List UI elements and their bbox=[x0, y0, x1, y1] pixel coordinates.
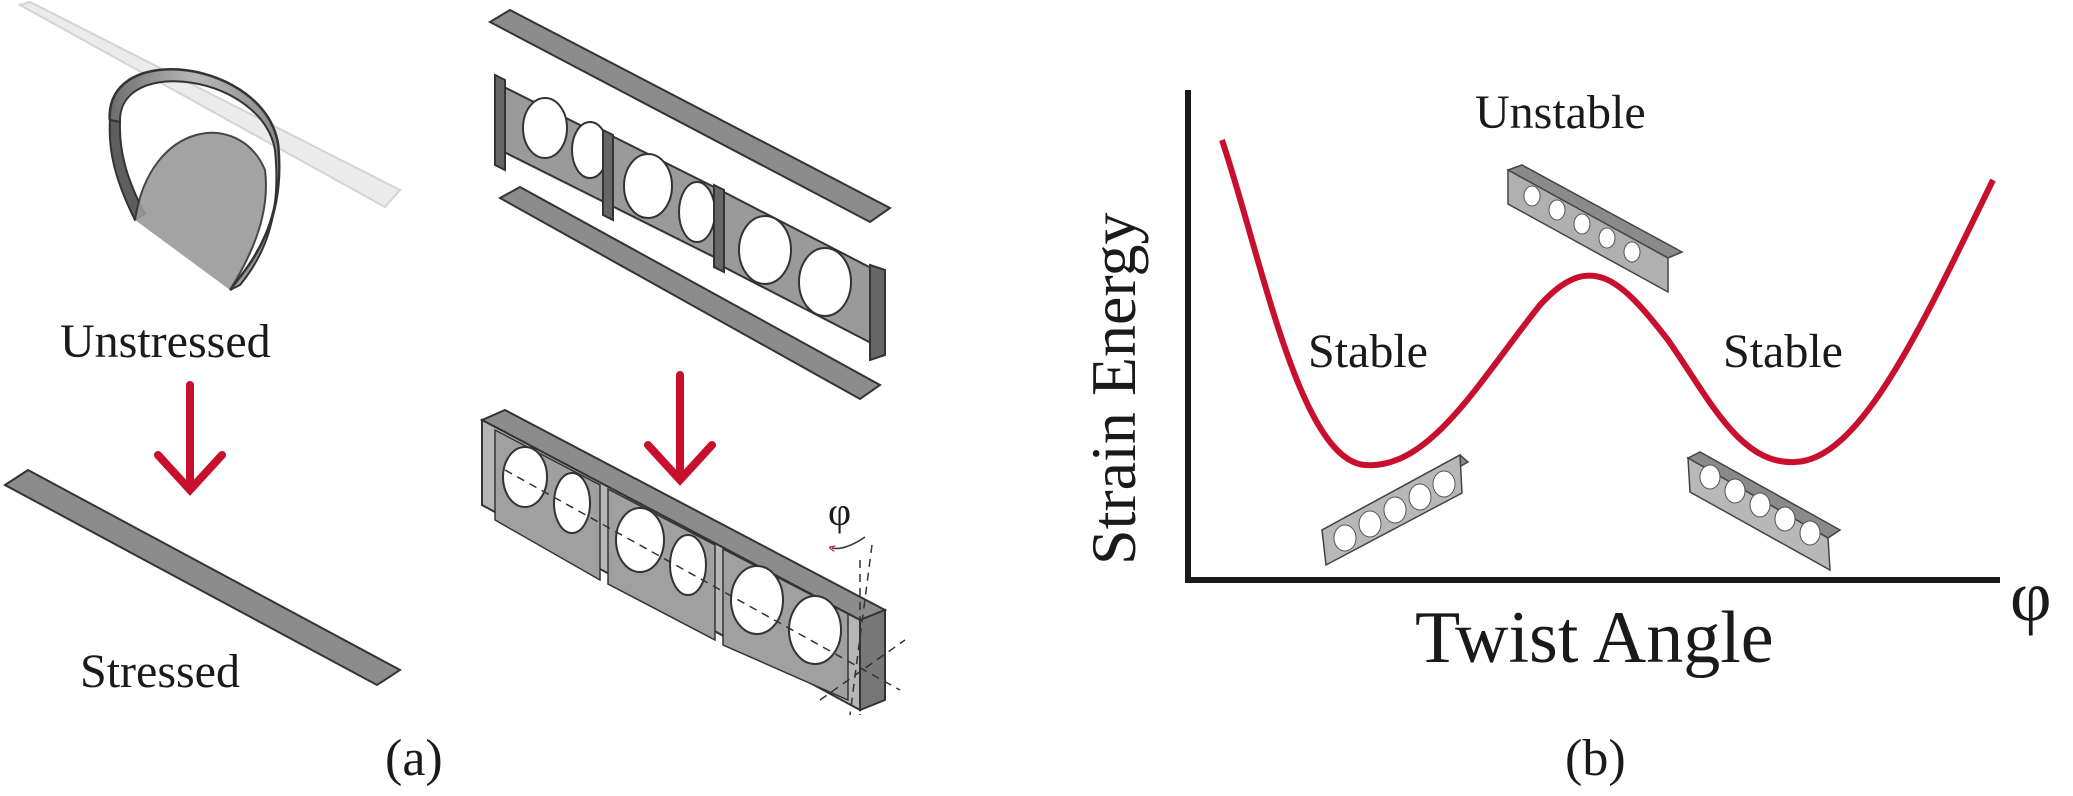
angle-symbol-a: φ bbox=[828, 489, 851, 534]
label-stressed: Stressed bbox=[80, 645, 240, 698]
web-modules bbox=[494, 73, 886, 362]
flat-sheet bbox=[17, 0, 402, 209]
rotation-arrow bbox=[832, 536, 866, 549]
beam-icon-stable-left bbox=[1320, 453, 1470, 567]
caption-b: (b) bbox=[1565, 730, 1626, 787]
beam-icon-unstable bbox=[1506, 164, 1684, 294]
top-plate bbox=[487, 8, 892, 224]
x-axis-symbol: φ bbox=[2010, 556, 2052, 636]
bottom-plate bbox=[497, 185, 882, 401]
caption-a: (a) bbox=[385, 730, 443, 787]
x-axis-label: Twist Angle bbox=[1415, 597, 1774, 679]
arrow-right bbox=[644, 371, 716, 486]
label-stable-right: Stable bbox=[1723, 325, 1843, 378]
axes bbox=[1185, 90, 2000, 583]
label-unstable: Unstable bbox=[1475, 86, 1646, 139]
assembled-beam bbox=[479, 408, 906, 716]
y-axis-label: Strain Energy bbox=[1078, 212, 1149, 565]
coiled-strip bbox=[108, 68, 281, 291]
label-stable-left: Stable bbox=[1308, 325, 1428, 378]
arrow-left bbox=[154, 381, 226, 496]
label-unstressed: Unstressed bbox=[60, 315, 271, 368]
beam-icon-stable-right bbox=[1686, 451, 1842, 572]
stressed-strip bbox=[3, 468, 402, 687]
strain-energy-curve bbox=[1219, 139, 1996, 469]
